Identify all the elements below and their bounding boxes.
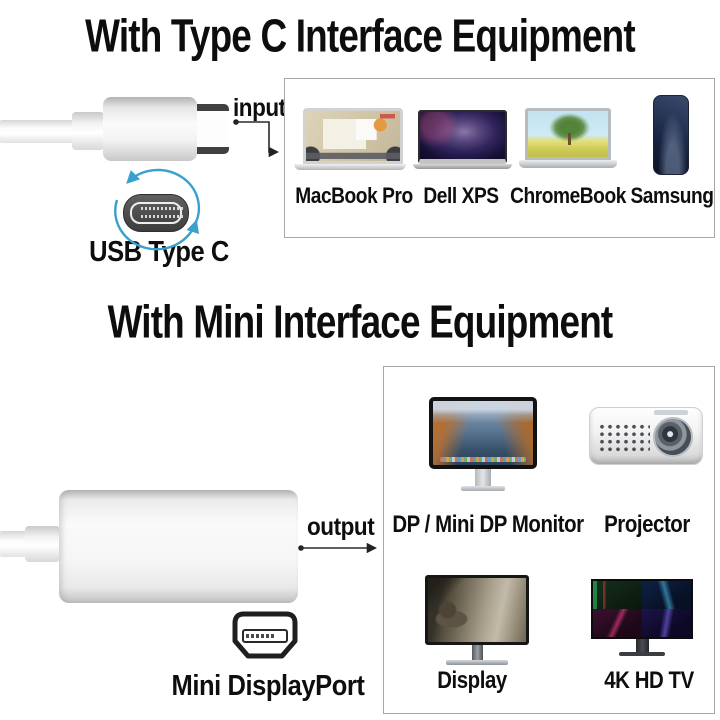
input-arrow	[233, 119, 280, 158]
device-label-macbook-pro: MacBook Pro	[295, 183, 413, 208]
mini-dp-strain-relief	[25, 526, 60, 562]
mini-dp-adapter-body	[59, 490, 298, 603]
output-arrow	[298, 542, 378, 554]
device-label-chromebook: ChromeBook	[510, 183, 626, 208]
device-label-dell-xps: Dell XPS	[423, 183, 499, 208]
section-title-mini: With Mini Interface Equipment	[107, 294, 614, 348]
tv-stand	[635, 639, 649, 652]
dell-xps-image	[413, 110, 512, 169]
chromebook-image	[519, 108, 617, 168]
display-screen	[425, 575, 529, 645]
display-stand	[471, 645, 483, 660]
usb-type-c-pins-top	[141, 207, 183, 210]
display-image	[425, 575, 529, 665]
mini-dp-cable	[0, 531, 26, 557]
type-c-devices-box: MacBook Pro Dell XPS ChromeBook Samsung	[284, 78, 715, 238]
chromebook-base	[519, 160, 617, 168]
mini-displayport-label: Mini DisplayPort	[171, 670, 365, 702]
dp-monitor-dock	[440, 457, 526, 462]
input-label: input	[233, 94, 286, 122]
device-label-samsung: Samsung	[630, 183, 714, 208]
tv-screen	[591, 579, 693, 639]
projector-button-strip	[654, 410, 688, 415]
usb-c-strain-relief	[72, 112, 104, 150]
output-label: output	[307, 513, 375, 541]
section-title-type-c: With Type C Interface Equipment	[85, 8, 635, 63]
usb-type-c-port-outline	[130, 202, 183, 224]
tv-base	[619, 652, 665, 656]
dp-monitor-stand	[475, 469, 491, 486]
macbook-base	[294, 164, 406, 170]
device-label-display: Display	[437, 667, 507, 694]
usb-c-cable	[0, 120, 73, 143]
samsung-phone-image	[653, 95, 689, 175]
usb-c-connector-body	[103, 97, 197, 161]
mini-devices-box: DP / Mini DP Monitor Projector Display 4…	[383, 366, 715, 714]
usb-type-c-pins-bottom	[141, 215, 183, 218]
chromebook-screen	[525, 108, 611, 160]
macbook-screen	[303, 108, 403, 164]
device-label-dp-monitor: DP / Mini DP Monitor	[392, 511, 584, 538]
tv-image	[591, 579, 693, 656]
usb-type-c-label: USB Type C	[89, 236, 229, 268]
device-label-projector: Projector	[604, 511, 690, 538]
device-label-4k-tv: 4K HD TV	[604, 667, 694, 694]
projector-image	[589, 407, 703, 465]
dp-monitor-image	[429, 397, 537, 491]
dell-base	[413, 164, 512, 169]
mini-displayport-icon	[232, 611, 298, 659]
dell-screen	[418, 110, 507, 164]
dp-monitor-base	[461, 486, 505, 491]
dp-monitor-screen	[429, 397, 537, 469]
display-base	[446, 660, 508, 665]
projector-vents	[598, 423, 650, 453]
macbook-pro-image	[294, 108, 406, 170]
usb-c-plug-tip	[197, 104, 229, 154]
usb-type-c-port-icon	[123, 194, 189, 232]
projector-lens	[653, 417, 693, 457]
